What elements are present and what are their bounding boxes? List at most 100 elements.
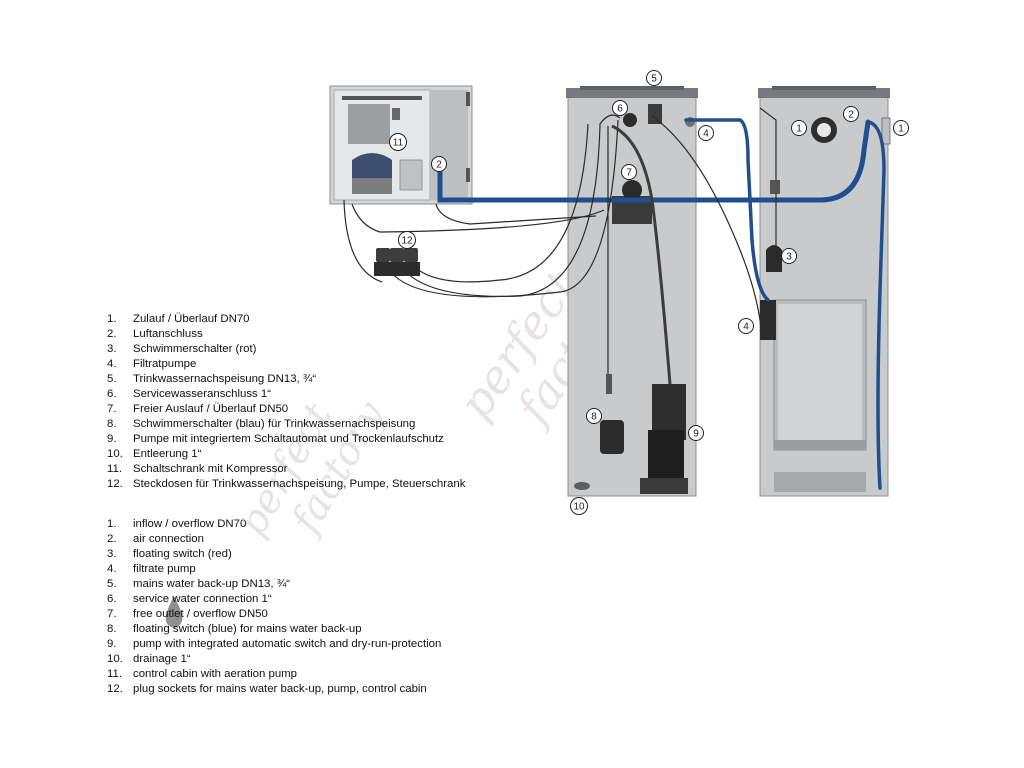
callout-1-left: 1	[791, 120, 807, 136]
legend-de-item-number: 4.	[107, 358, 117, 370]
legend-de-item-text: Pumpe mit integriertem Schaltautomat und…	[133, 433, 444, 445]
legend-de-item-9: 9. Pumpe mit integriertem Schaltautomat u…	[107, 432, 465, 447]
legend-en-item-text: drainage 1“	[133, 653, 191, 665]
legend-en-item-number: 4.	[107, 563, 117, 575]
legend-en-item-number: 11.	[107, 668, 122, 680]
legend-de-item-text: Freier Auslauf / Überlauf DN50	[133, 403, 289, 415]
callout-11: 11	[389, 133, 407, 151]
legend-english: 1. inflow / overflow DN70 2.air connection…	[107, 517, 441, 697]
legend-en-item-1: 1. inflow / overflow DN70	[107, 517, 441, 532]
legend-en-item-number: 10.	[107, 653, 123, 665]
legend-en-item-10: 10. drainage 1“	[107, 652, 441, 667]
callout-8: 8	[586, 408, 602, 424]
svg-text:6: 6	[617, 104, 623, 115]
legend-de-item-5: 5. Trinkwassernachspeisung DN13, ¾“	[107, 372, 465, 387]
svg-text:10: 10	[573, 502, 585, 513]
legend-de-item-2: 2. Luftanschluss	[107, 327, 465, 342]
callout-7: 7	[621, 164, 637, 180]
legend-de-item-12: 12.Steckdosen für Trinkwassernachspeisun…	[107, 477, 465, 492]
legend-en-item-text: free outlet / overflow DN50	[133, 608, 268, 620]
legend-de-item-4: 4. Filtratpumpe	[107, 357, 465, 372]
svg-text:9: 9	[693, 429, 699, 440]
svg-text:2: 2	[436, 160, 442, 171]
legend-de-item-text: Schwimmerschalter (blau) für Trinkwasser…	[133, 418, 416, 430]
legend-en-item-12: 12. plug sockets for mains water back-up,…	[107, 682, 441, 697]
legend-de-item-number: 3.	[107, 343, 117, 355]
legend-en-item-text: floating switch (blue) for mains water b…	[133, 623, 362, 635]
legend-de-item-6: 6.Servicewasseranschluss 1“	[107, 387, 465, 402]
legend-de-item-text: Entleerung 1“	[133, 448, 202, 460]
svg-text:5: 5	[651, 74, 657, 85]
plug-sockets	[374, 248, 420, 276]
legend-en-item-11: 11. control cabin with aeration pump	[107, 667, 441, 682]
legend-de-item-number: 1.	[107, 313, 117, 325]
legend-de-item-text: Zulauf / Überlauf DN70	[133, 313, 250, 325]
callout-1-right: 1	[893, 120, 909, 136]
legend-en-item-number: 9.	[107, 638, 117, 650]
legend-en-item-text: filtrate pump	[133, 563, 196, 575]
legend-en-item-text: service water connection 1“	[133, 593, 272, 605]
legend-de-item-3: 3. Schwimmerschalter (rot)	[107, 342, 465, 357]
legend-en-item-number: 5.	[107, 578, 117, 590]
hoses	[437, 118, 886, 490]
legend-german: 1. Zulauf / Überlauf DN70 2. Luftanschluss 3…	[107, 312, 465, 492]
callout-5: 5	[646, 70, 662, 86]
svg-text:7: 7	[626, 168, 632, 179]
legend-de-item-text: Schwimmerschalter (rot)	[133, 343, 257, 355]
legend-de-item-number: 12.	[107, 478, 123, 490]
legend-en-item-number: 8.	[107, 623, 117, 635]
svg-text:4: 4	[743, 322, 749, 333]
cables	[343, 107, 777, 385]
svg-text:12: 12	[401, 236, 413, 247]
callout-10: 10	[570, 497, 588, 515]
legend-de-item-number: 10.	[107, 448, 123, 460]
callout-4-top: 4	[698, 125, 714, 141]
svg-text:1: 1	[898, 124, 904, 135]
legend-en-item-text: control cabin with aeration pump	[133, 668, 297, 680]
legend-en-item-2: 2.air connection	[107, 532, 441, 547]
svg-text:4: 4	[703, 129, 709, 140]
legend-en-item-text: mains water back-up DN13, ¾“	[133, 578, 290, 590]
legend-de-item-text: Filtratpumpe	[133, 358, 197, 370]
legend-en-item-number: 3.	[107, 548, 117, 560]
legend-de-item-text: Trinkwassernachspeisung DN13, ¾“	[133, 373, 317, 385]
legend-en-item-text: plug sockets for mains water back-up, pu…	[133, 683, 427, 695]
legend-en-item-number: 6.	[107, 593, 117, 605]
legend-de-item-text: Schaltschrank mit Kompressor	[133, 463, 288, 475]
callout-9: 9	[688, 425, 704, 441]
legend-en-item-number: 2.	[107, 533, 117, 545]
legend-en-item-text: floating switch (red)	[133, 548, 232, 560]
legend-en-item-number: 12.	[107, 683, 123, 695]
legend-de-item-text: Luftanschluss	[133, 328, 203, 340]
legend-de-item-11: 11.Schaltschrank mit Kompressor	[107, 462, 465, 477]
legend-de-item-number: 9.	[107, 433, 117, 445]
legend-en-item-text: inflow / overflow DN70	[133, 518, 247, 530]
svg-text:2: 2	[848, 110, 854, 121]
callout-2-tank: 2	[843, 106, 859, 122]
legend-de-item-7: 7. Freier Auslauf / Überlauf DN50	[107, 402, 465, 417]
legend-en-item-number: 1.	[107, 518, 117, 530]
callout-2-cabinet: 2	[431, 156, 447, 172]
legend-de-item-number: 2.	[107, 328, 117, 340]
legend-en-item-9: 9. pump with integrated automatic switch …	[107, 637, 441, 652]
legend-de-item-number: 5.	[107, 373, 117, 385]
legend-en-item-5: 5. mains water back-up DN13, ¾“	[107, 577, 441, 592]
legend-en-item-text: pump with integrated automatic switch an…	[133, 638, 442, 650]
right-tank	[758, 86, 891, 497]
legend-en-item-4: 4. filtrate pump	[107, 562, 441, 577]
svg-text:1: 1	[796, 124, 802, 135]
legend-en-item-8: 8. floating switch (blue) for mains water…	[107, 622, 441, 637]
legend-de-item-number: 8.	[107, 418, 117, 430]
legend-de-item-1: 1. Zulauf / Überlauf DN70	[107, 312, 465, 327]
legend-de-item-number: 6.	[107, 388, 117, 400]
legend-de-item-number: 7.	[107, 403, 117, 415]
legend-en-item-number: 7.	[107, 608, 117, 620]
legend-en-item-6: 6. service water connection 1“	[107, 592, 441, 607]
callout-3: 3	[781, 248, 797, 264]
svg-text:3: 3	[786, 252, 792, 263]
svg-text:11: 11	[393, 138, 404, 149]
callout-4-bottom: 4	[738, 318, 754, 334]
legend-en-item-3: 3. floating switch (red)	[107, 547, 441, 562]
callout-6: 6	[612, 100, 628, 116]
callout-12: 12	[398, 231, 416, 249]
